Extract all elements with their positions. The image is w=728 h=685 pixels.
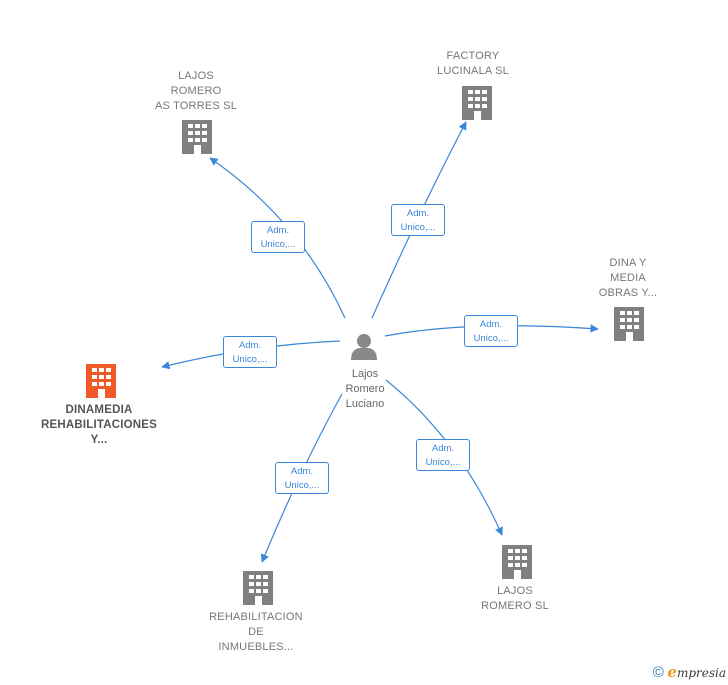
edge-label-lajos-romero-sl[interactable]: Adm. Unico,...	[416, 439, 470, 471]
person-name-line: Lajos	[351, 368, 379, 380]
edge-label-line: Unico,...	[400, 222, 436, 233]
edge-label-line: Adm.	[479, 319, 503, 330]
company-label-rehabilitacion[interactable]: REHABILITACION DE INMUEBLES...	[200, 610, 312, 655]
building-icon[interactable]	[182, 120, 212, 154]
edge-label-line: Unico,...	[284, 480, 320, 491]
building-icon[interactable]	[502, 545, 532, 579]
company-label-line: REHABILITACIONES	[40, 419, 158, 431]
building-icon[interactable]	[614, 307, 644, 341]
person-name-line: Romero	[345, 383, 385, 395]
company-label-line: ROMERO	[170, 85, 222, 97]
company-label-line: Y...	[90, 434, 108, 446]
company-label-line: DE	[248, 626, 264, 638]
company-label-line: LAJOS	[178, 70, 214, 82]
company-label-lajos-romero-sl[interactable]: LAJOS ROMERO SL	[466, 584, 564, 614]
company-label-lajos-romero-as-torres[interactable]: LAJOS ROMERO AS TORRES SL	[144, 69, 248, 114]
company-label-line: LUCINALA SL	[437, 65, 509, 77]
company-label-line: FACTORY	[446, 50, 500, 62]
brand-logo-text: mpresia	[676, 666, 726, 680]
person-name-line: Luciano	[345, 398, 385, 410]
edge-label-line: Unico,...	[232, 354, 268, 365]
company-label-line: INMUEBLES...	[218, 641, 294, 653]
company-label-line: AS TORRES SL	[154, 100, 238, 112]
company-label-line: LAJOS	[497, 585, 533, 597]
edge-label-line: Adm.	[431, 443, 455, 454]
building-icon[interactable]	[243, 571, 273, 605]
brand-logo-initial: e	[667, 663, 677, 681]
edge-label-rehabilitacion[interactable]: Adm. Unico,...	[275, 462, 329, 494]
person-name[interactable]: Lajos Romero Luciano	[330, 367, 400, 412]
company-label-line: DINA Y	[609, 257, 647, 269]
company-label-line: ROMERO SL	[481, 600, 549, 612]
person-icon[interactable]	[351, 334, 377, 360]
company-label-dinamedia[interactable]: DINAMEDIA REHABILITACIONES Y...	[28, 403, 170, 448]
edge-label-dina-y-media[interactable]: Adm. Unico,...	[464, 315, 518, 347]
copyright-icon: ©	[652, 664, 664, 681]
edge-label-line: Adm.	[290, 466, 314, 477]
brand-watermark: © empresia	[653, 663, 726, 681]
company-label-line: DINAMEDIA	[65, 404, 133, 416]
edge-label-line: Unico,...	[260, 239, 296, 250]
company-label-dina-y-media[interactable]: DINA Y MEDIA OBRAS Y...	[590, 256, 666, 301]
edge-label-line: Adm.	[238, 340, 262, 351]
company-label-line: OBRAS Y...	[598, 287, 658, 299]
edge-label-line: Unico,...	[473, 333, 509, 344]
company-label-factory-lucinala[interactable]: FACTORY LUCINALA SL	[420, 49, 526, 79]
edge-label-factory-lucinala[interactable]: Adm. Unico,...	[391, 204, 445, 236]
company-label-line: REHABILITACION	[209, 611, 303, 623]
building-icon-highlight[interactable]	[86, 364, 116, 398]
building-icon[interactable]	[462, 86, 492, 120]
edge-label-lajos-romero-as-torres[interactable]: Adm. Unico,...	[251, 221, 305, 253]
edge-label-line: Unico,...	[425, 457, 461, 468]
edge-label-line: Adm.	[266, 225, 290, 236]
edge-label-dinamedia[interactable]: Adm. Unico,...	[223, 336, 277, 368]
company-label-line: MEDIA	[610, 272, 646, 284]
edge-label-line: Adm.	[406, 208, 430, 219]
